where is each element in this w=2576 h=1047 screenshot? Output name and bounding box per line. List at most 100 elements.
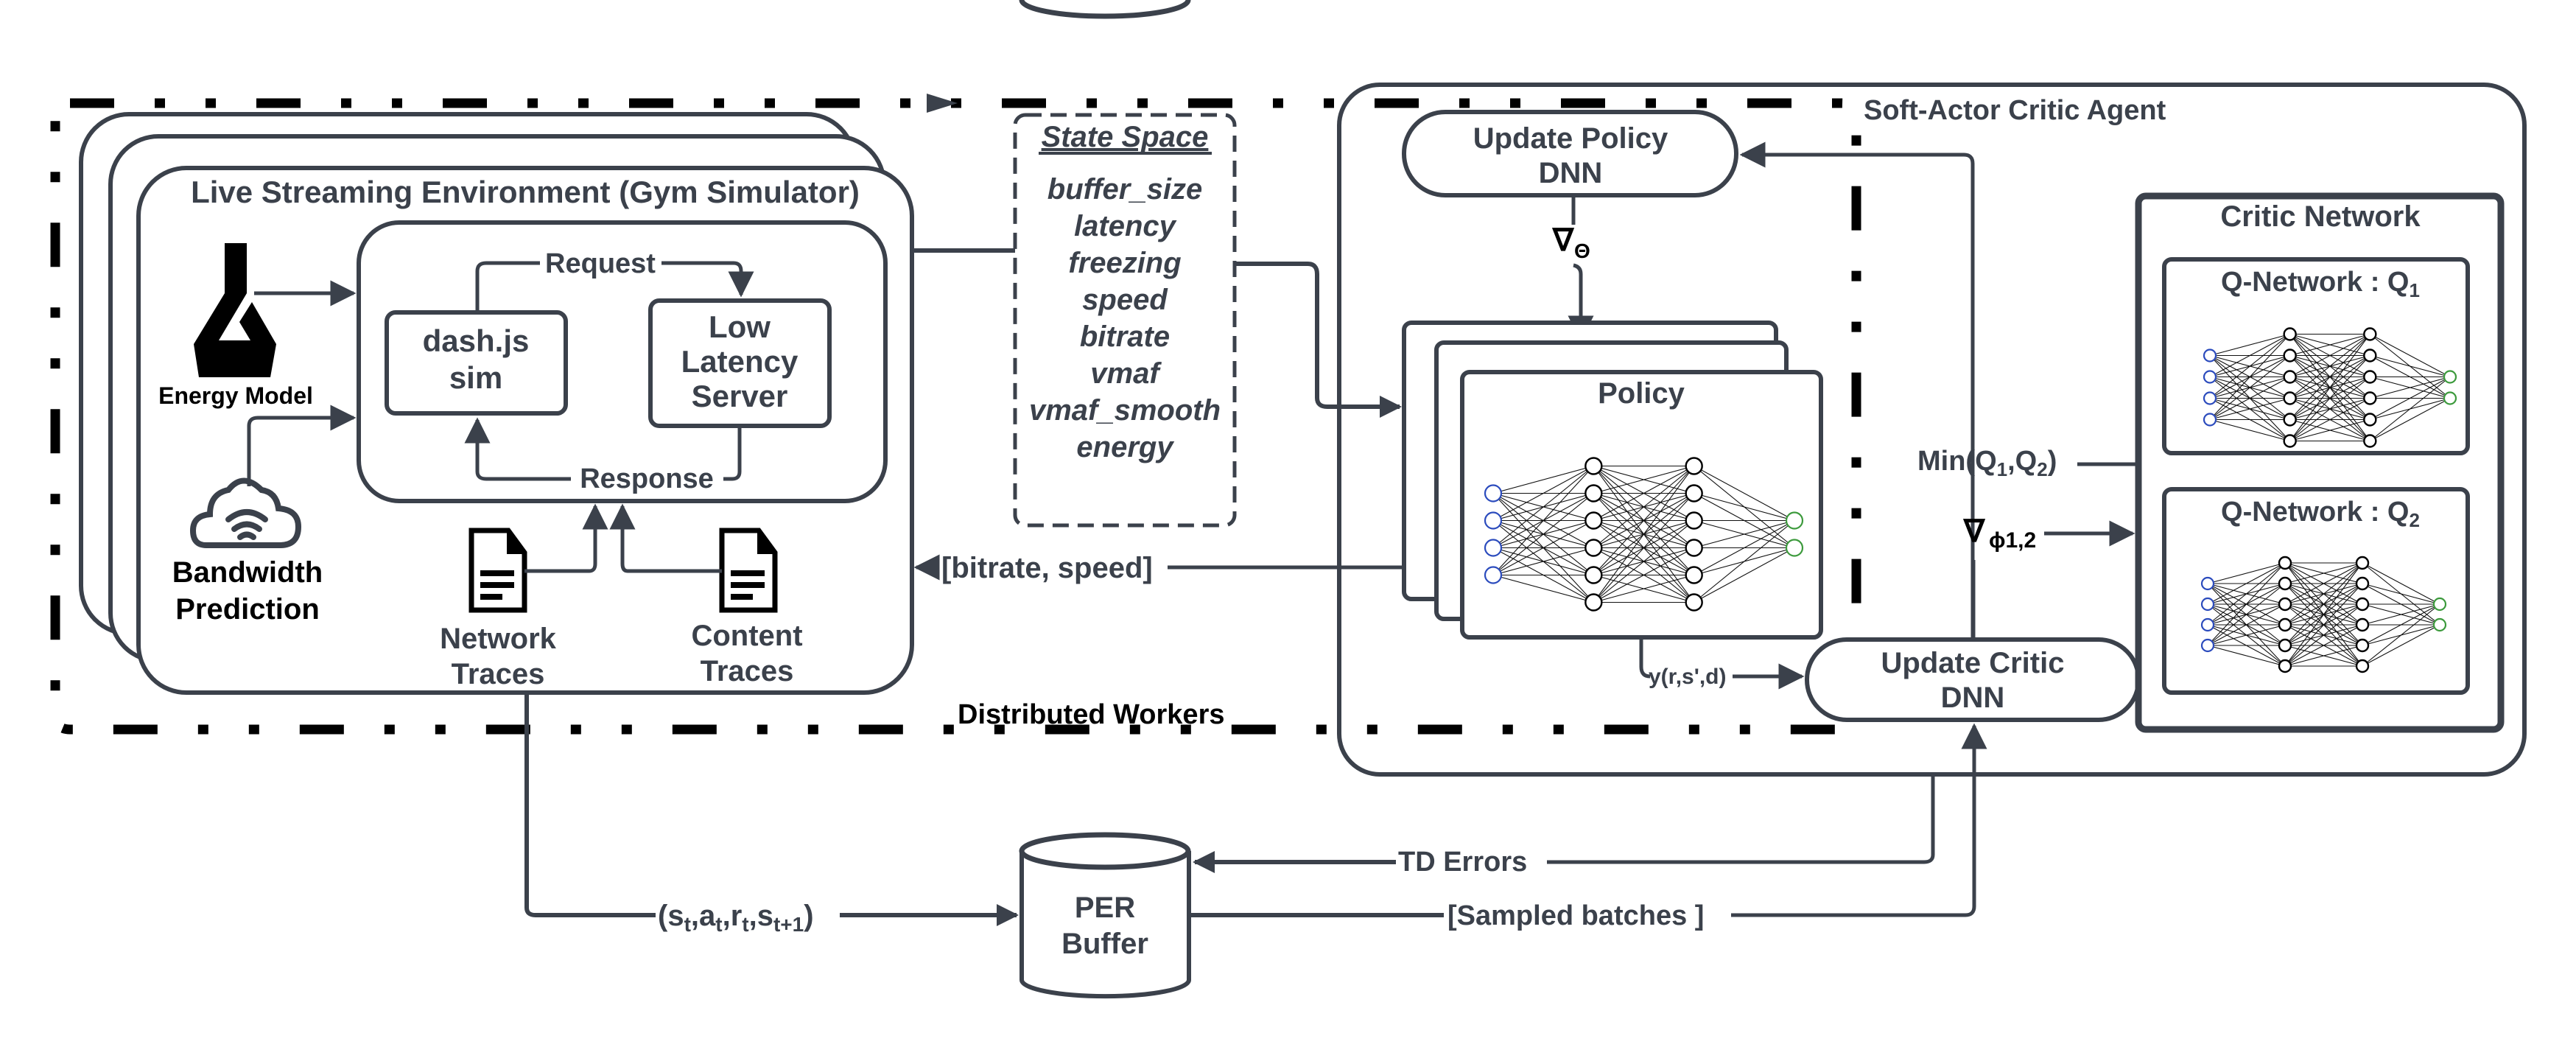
nn-hidden-node bbox=[1685, 539, 1703, 557]
nn-edge bbox=[2284, 645, 2363, 667]
nn-hidden-node bbox=[2283, 327, 2297, 341]
nn-edge bbox=[1694, 519, 1795, 549]
nn-edge bbox=[2207, 562, 2286, 626]
min-q-label: Min(Q1,Q2) bbox=[1917, 446, 2057, 480]
nn-edge bbox=[2284, 562, 2363, 584]
nn-hidden-node bbox=[1685, 484, 1703, 503]
svg-text:Q-Network : Q2: Q-Network : Q2 bbox=[2221, 497, 2420, 531]
nn-edge bbox=[2289, 334, 2370, 377]
nn-edge bbox=[1492, 466, 1594, 521]
nn-edge bbox=[2284, 562, 2363, 646]
nn-edge bbox=[1593, 493, 1695, 603]
nn-edge bbox=[2370, 334, 2451, 377]
bandwidth-label-1: Bandwidth bbox=[172, 556, 323, 589]
critic-gradient-label: ∇ ϕ1,2 bbox=[1962, 514, 2036, 553]
nn-hidden-node bbox=[2278, 659, 2292, 673]
bandwidth-to-env-arrow bbox=[247, 405, 357, 486]
nn-edge bbox=[2209, 377, 2290, 420]
nn-edge bbox=[2207, 645, 2286, 667]
nn-input-node bbox=[1484, 511, 1503, 530]
nn-hidden-node bbox=[2363, 370, 2377, 384]
nn-input-node bbox=[2203, 349, 2217, 363]
state-space-item: buffer_size bbox=[1047, 173, 1202, 206]
sim-label: sim bbox=[449, 360, 502, 395]
nn-input-node bbox=[2200, 617, 2215, 632]
nn-edge bbox=[1492, 493, 1594, 575]
nn-edge bbox=[2370, 354, 2451, 378]
network-traces-label-1: Network bbox=[440, 623, 557, 655]
nn-edge bbox=[2370, 377, 2451, 420]
nn-edge bbox=[2289, 334, 2370, 420]
nn-hidden-node bbox=[1584, 484, 1603, 503]
nn-edge bbox=[1694, 520, 1795, 575]
bandwidth-label-2: Prediction bbox=[175, 593, 320, 626]
nn-edge bbox=[1492, 547, 1594, 576]
td-errors-line bbox=[1547, 774, 1935, 864]
td-errors-label: TD Errors bbox=[1398, 847, 1527, 878]
state-space-panel: State Space buffer_sizelatencyfreezingsp… bbox=[1013, 113, 1237, 528]
nn-edge bbox=[2289, 377, 2370, 441]
content-traces[interactable]: Content Traces bbox=[691, 528, 803, 687]
nn-hidden-node bbox=[2363, 413, 2377, 427]
nn-hidden-node bbox=[2283, 413, 2297, 427]
nn-edge bbox=[2362, 603, 2440, 646]
q-network-2[interactable]: Q-Network : Q2 bbox=[2162, 487, 2470, 695]
content-traces-to-env-arrow bbox=[609, 503, 722, 573]
target-line bbox=[1639, 637, 1651, 679]
nn-edge bbox=[2209, 419, 2290, 442]
state-space-item: energy bbox=[1076, 431, 1174, 463]
energy-model[interactable]: Energy Model bbox=[158, 243, 313, 409]
update-policy-node[interactable]: Update Policy DNN bbox=[1402, 110, 1738, 197]
state-space-item: speed bbox=[1082, 284, 1168, 316]
nn-edge bbox=[2207, 562, 2286, 584]
cloud-wifi-icon bbox=[189, 477, 302, 548]
nn-hidden-node bbox=[1685, 566, 1703, 584]
update-critic-node[interactable]: Update Critic DNN bbox=[1805, 637, 2141, 722]
energy-model-label: Energy Model bbox=[158, 382, 313, 409]
flask-icon bbox=[194, 243, 276, 377]
nn-edge bbox=[2362, 603, 2440, 667]
nn-hidden-node bbox=[2355, 659, 2370, 673]
svg-text:Min(Q1,Q2): Min(Q1,Q2) bbox=[1917, 446, 2057, 480]
nn-edge bbox=[1593, 466, 1695, 575]
state-space-item: bitrate bbox=[1080, 321, 1170, 353]
content-traces-label-2: Traces bbox=[701, 655, 794, 687]
dashjs-sim-node[interactable]: dash.js sim bbox=[385, 310, 568, 416]
nn-edge bbox=[1593, 466, 1694, 521]
request-label: Request bbox=[545, 248, 656, 279]
content-traces-label-1: Content bbox=[691, 620, 802, 652]
bandwidth-prediction[interactable]: Bandwidth Prediction bbox=[172, 477, 323, 626]
nn-edge bbox=[2362, 583, 2440, 605]
per-buffer-node[interactable]: PER Buffer bbox=[1019, 0, 1191, 999]
nn-edge bbox=[1593, 466, 1695, 548]
nn-hidden-node bbox=[2278, 556, 2292, 570]
nn-edge bbox=[2207, 603, 2286, 646]
state-space-item: vmaf bbox=[1090, 357, 1162, 390]
transition-label: (st,at,rt,st+1) bbox=[658, 900, 814, 936]
nn-edge bbox=[2207, 562, 2286, 646]
nn-hidden-node bbox=[2363, 327, 2377, 341]
network-traces[interactable]: Network Traces bbox=[440, 528, 557, 690]
nn-edge bbox=[2209, 333, 2290, 357]
nn-hidden-node bbox=[1685, 593, 1703, 612]
nn-edge bbox=[2289, 333, 2370, 357]
nn-hidden-node bbox=[2283, 349, 2297, 363]
nn-hidden-node bbox=[2363, 349, 2377, 363]
nn-edge bbox=[1694, 492, 1795, 522]
nn-edge bbox=[1593, 465, 1694, 494]
nn-hidden-node bbox=[2355, 556, 2370, 570]
nn-hidden-node bbox=[2355, 617, 2370, 632]
q-network-1[interactable]: Q-Network : Q1 bbox=[2162, 257, 2470, 455]
nn-hidden-node bbox=[2355, 597, 2370, 612]
nn-edge bbox=[2209, 355, 2291, 420]
action-label: [bitrate, speed] bbox=[941, 552, 1153, 584]
low-latency-server-node[interactable]: Low Latency Server bbox=[648, 298, 832, 428]
nn-hidden-node bbox=[1685, 457, 1703, 475]
update-critic-label-2: DNN bbox=[1941, 682, 2005, 714]
nn-input-node bbox=[1484, 539, 1503, 557]
nn-edge bbox=[1492, 466, 1594, 575]
nn-edge bbox=[2284, 562, 2363, 626]
network-traces-to-env-arrow bbox=[524, 503, 608, 573]
policy-node[interactable]: Policy bbox=[1460, 370, 1823, 640]
nn-input-node bbox=[2203, 391, 2217, 405]
